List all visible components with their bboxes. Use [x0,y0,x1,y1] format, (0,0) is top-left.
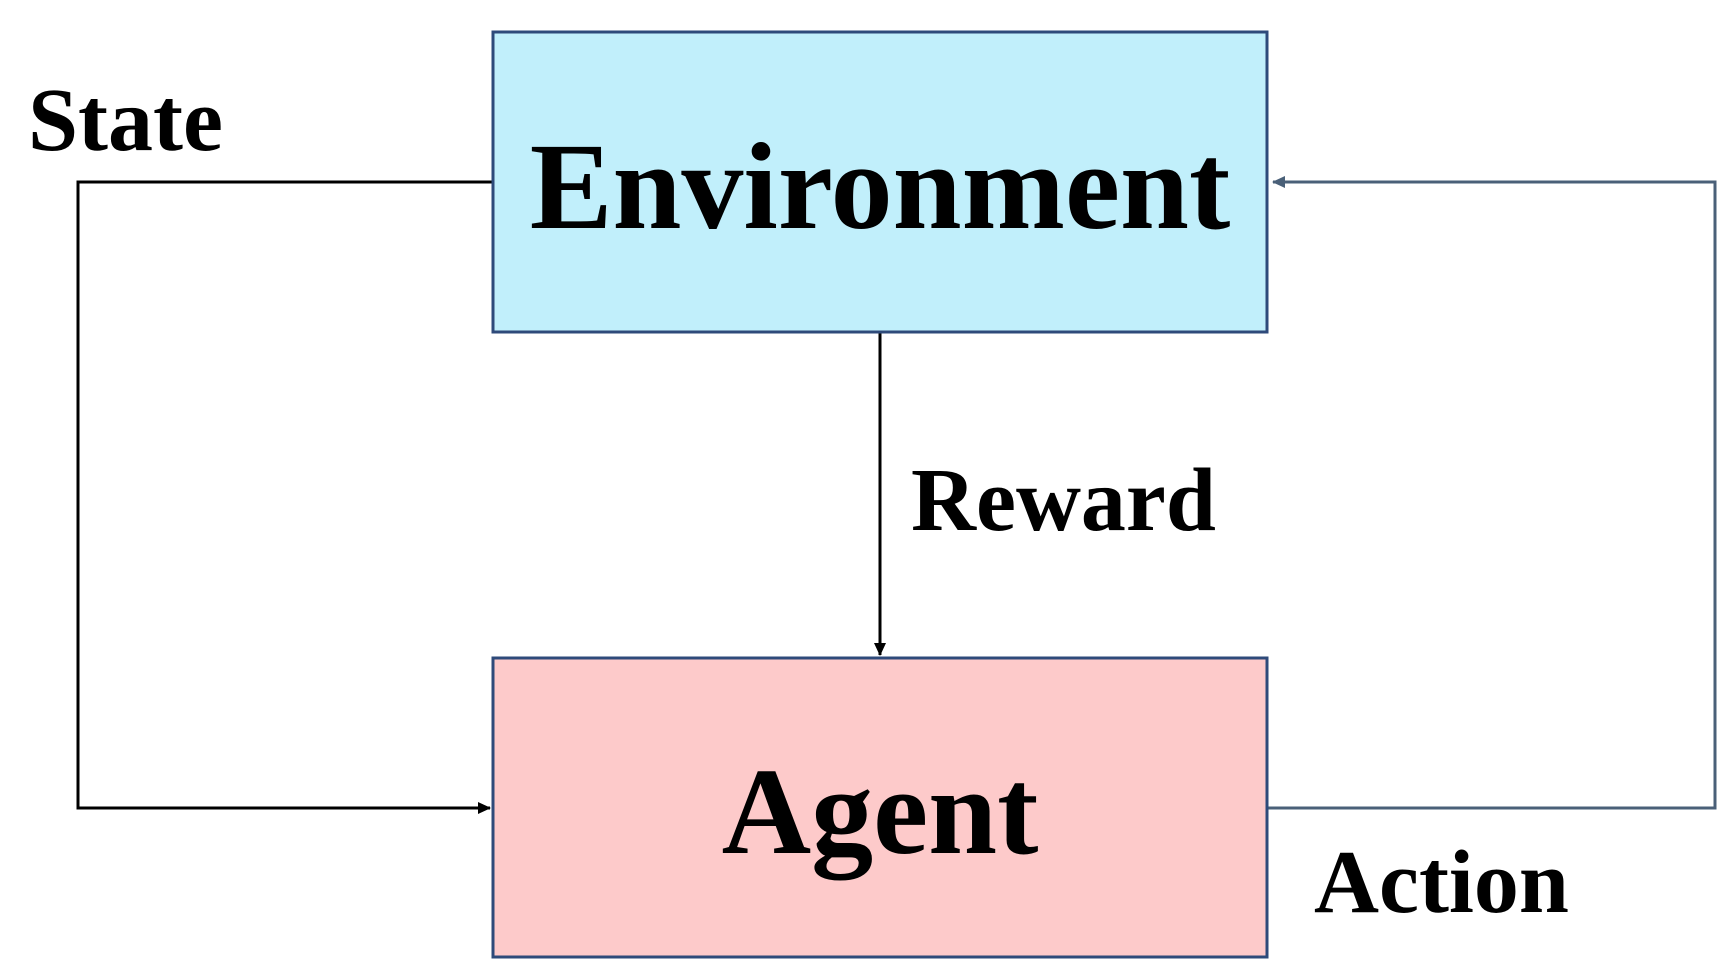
state-label: State [28,71,223,170]
environment-node: Environment [491,30,1269,334]
reward-label: Reward [911,451,1216,550]
action-edge-line [1267,176,1717,810]
agent-label: Agent [722,743,1039,881]
agent-box [491,656,1269,959]
state-edge-line [76,180,493,814]
action-label: Action [1314,833,1569,932]
environment-box [491,30,1269,334]
environment-label: Environment [530,118,1230,255]
agent-node: Agent [491,656,1269,959]
